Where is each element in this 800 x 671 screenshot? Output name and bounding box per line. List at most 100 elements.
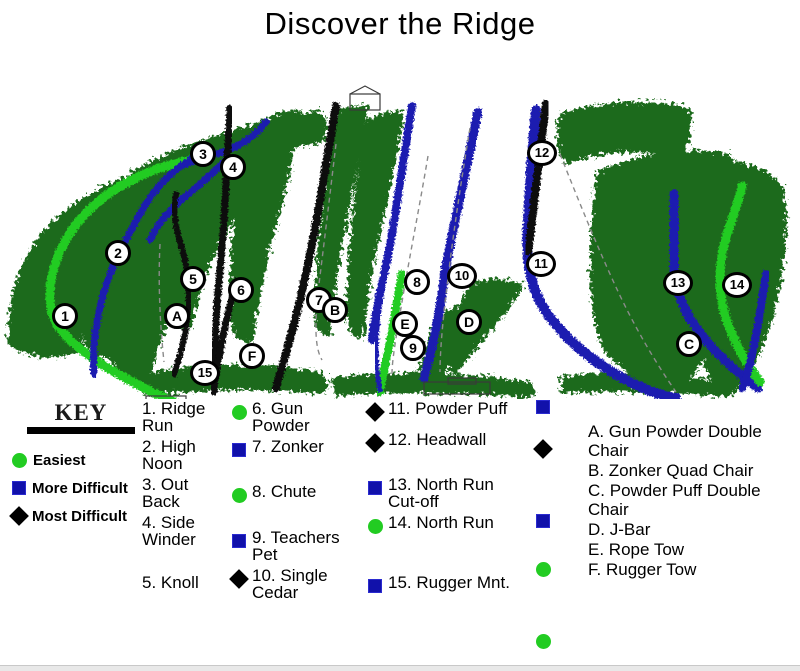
- trail-10-name: Single Cedar: [252, 566, 328, 602]
- map-marker-lift-c[interactable]: C: [676, 331, 702, 357]
- trail-3-name: Out Back: [142, 475, 189, 511]
- lift-f-name: Rugger Tow: [605, 560, 697, 580]
- list-item[interactable]: 11. Powder Puff: [365, 399, 528, 422]
- trail-9-name: Teachers Pet: [252, 528, 340, 564]
- list-item[interactable]: 7. Zonker: [232, 438, 350, 457]
- list-item[interactable]: 2. High Noon: [140, 438, 228, 472]
- more-difficult-square-icon: [536, 400, 550, 414]
- map-marker-12[interactable]: 12: [527, 140, 557, 166]
- trail-1-name: Ridge Run: [142, 399, 206, 435]
- trail-4-name: Side Winder: [142, 513, 196, 549]
- trail-10-num: 10.: [252, 566, 276, 585]
- trail-2-num: 2.: [142, 437, 157, 456]
- map-marker-2[interactable]: 2: [105, 240, 131, 266]
- most-difficult-diamond-icon: [229, 569, 249, 589]
- list-item[interactable]: 8. Chute: [232, 483, 350, 503]
- trail-list-column-1: 1. Ridge Run 2. High Noon 3. Out Back 4.…: [140, 400, 228, 592]
- trail-13-north-run-cutoff: [669, 189, 763, 393]
- trail-11-name: Powder Puff: [415, 399, 508, 418]
- list-item[interactable]: 4. Side Winder: [140, 514, 228, 548]
- trail-7-num: 7.: [252, 437, 267, 456]
- map-marker-6[interactable]: 6: [228, 277, 254, 303]
- trail-6-num: 6.: [252, 399, 267, 418]
- lift-d-name: J-Bar: [609, 520, 651, 540]
- list-item[interactable]: A. Gun Powder Double Chair: [588, 422, 793, 460]
- map-illustration: [7, 81, 787, 399]
- more-difficult-square-icon: [232, 534, 246, 548]
- page-title: Discover the Ridge: [264, 6, 536, 41]
- trail-7-name: Zonker: [270, 437, 324, 456]
- trail-5-name: Knoll: [160, 573, 199, 592]
- key-label-more-difficult: More Difficult: [32, 479, 128, 497]
- extra-marker-slot: [536, 400, 560, 442]
- list-item[interactable]: 5. Knoll: [140, 574, 228, 591]
- trail-12-name: Headwall: [416, 430, 487, 449]
- map-marker-4[interactable]: 4: [220, 154, 246, 180]
- trail-8-num: 8.: [252, 482, 267, 501]
- map-marker-11[interactable]: 11: [526, 251, 556, 277]
- trail-11-powder-puff: [522, 105, 681, 399]
- most-difficult-diamond-icon: [9, 506, 29, 526]
- lift-a-letter: A.: [588, 422, 605, 441]
- lift-e-name: Rope Tow: [608, 540, 685, 560]
- more-difficult-square-icon: [368, 481, 382, 495]
- lift-f-letter: F.: [588, 560, 602, 580]
- lift-d-letter: D.: [588, 520, 605, 540]
- list-item[interactable]: C. Powder Puff Double Chair: [588, 481, 793, 519]
- map-marker-13[interactable]: 13: [663, 270, 693, 296]
- trail-9-num: 9.: [252, 528, 267, 547]
- map-marker-9[interactable]: 9: [400, 335, 426, 361]
- map-marker-10[interactable]: 10: [447, 263, 477, 289]
- map-marker-3[interactable]: 3: [190, 141, 216, 167]
- list-item[interactable]: D. J-Bar: [588, 520, 793, 539]
- map-marker-1[interactable]: 1: [52, 303, 78, 329]
- list-item[interactable]: E. Rope Tow: [588, 540, 793, 559]
- key-row-easiest: Easiest: [12, 446, 152, 474]
- extra-marker-column: [533, 400, 560, 654]
- trail-map[interactable]: 3 4 2 5 6 1 7 8 10 12 11 9 13 14 15 A B …: [0, 44, 800, 399]
- more-difficult-square-icon: [368, 579, 382, 593]
- lift-b-name: Zonker Quad Chair: [608, 461, 754, 481]
- trail-11-num: 11.: [388, 399, 411, 418]
- trail-5-num: 5.: [142, 573, 157, 592]
- map-marker-lift-f[interactable]: F: [239, 343, 265, 369]
- key-heading: KEY: [54, 400, 108, 425]
- list-item[interactable]: 13. North Run Cut-off: [368, 476, 528, 510]
- most-difficult-diamond-icon: [365, 433, 385, 453]
- map-marker-lift-b[interactable]: B: [322, 297, 348, 323]
- list-item[interactable]: 10. Single Cedar: [229, 566, 350, 602]
- lift-a-name: Gun Powder Double Chair: [588, 422, 762, 461]
- key-label-easiest: Easiest: [33, 451, 86, 469]
- list-item[interactable]: 9. Teachers Pet: [232, 529, 350, 563]
- list-item[interactable]: 15. Rugger Mnt.: [368, 574, 528, 593]
- list-item[interactable]: B. Zonker Quad Chair: [588, 461, 793, 480]
- map-marker-lift-e[interactable]: E: [392, 311, 418, 337]
- map-marker-lift-a[interactable]: A: [164, 303, 190, 329]
- trail-12-headwall: [524, 100, 550, 256]
- most-difficult-diamond-icon: [533, 439, 553, 459]
- trail-7-zonker: [272, 102, 340, 392]
- key-row-more-difficult: More Difficult: [12, 474, 152, 502]
- lift-e-letter: E.: [588, 540, 605, 560]
- easiest-circle-icon: [232, 405, 247, 420]
- trail-8-chute: [376, 270, 406, 396]
- list-item[interactable]: 12. Headwall: [365, 430, 528, 453]
- extra-marker-slot: [536, 562, 560, 634]
- map-marker-lift-d[interactable]: D: [456, 309, 482, 335]
- list-item[interactable]: 3. Out Back: [140, 476, 228, 510]
- trail-4-side-winder: [146, 158, 228, 244]
- map-marker-5[interactable]: 5: [180, 266, 206, 292]
- map-marker-14[interactable]: 14: [722, 272, 752, 298]
- list-item[interactable]: F. Rugger Tow: [588, 560, 793, 579]
- easiest-circle-icon: [536, 634, 551, 649]
- list-item[interactable]: 1. Ridge Run: [140, 400, 228, 434]
- trail-right-edge-blue: [738, 270, 770, 392]
- trail-14-north-run: [715, 181, 765, 387]
- map-marker-15[interactable]: 15: [190, 360, 220, 386]
- extra-marker-slot: [533, 439, 560, 514]
- list-item[interactable]: 6. Gun Powder: [232, 400, 350, 434]
- map-marker-8[interactable]: 8: [404, 269, 430, 295]
- legend: KEY Easiest More Difficult Most Difficul…: [0, 400, 800, 665]
- list-item[interactable]: 14. North Run: [368, 514, 528, 534]
- trail-8-name: Chute: [270, 482, 317, 501]
